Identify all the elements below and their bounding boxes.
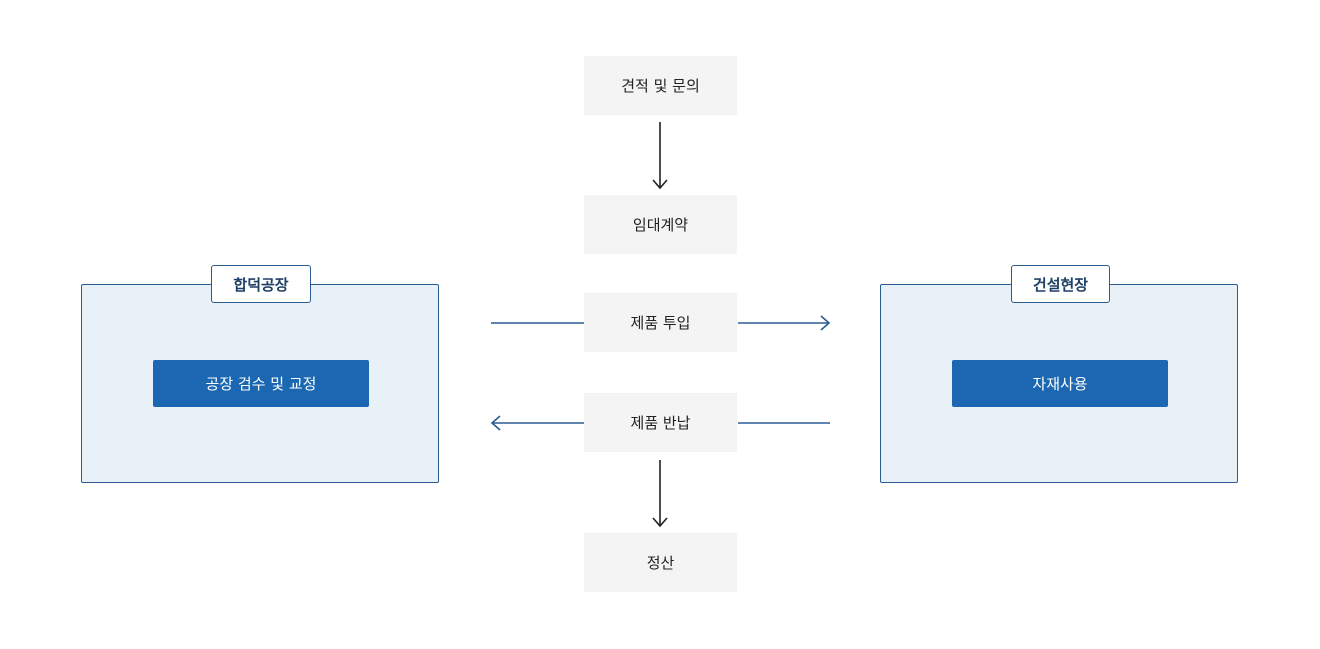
step-lease-label: 임대계약 <box>632 216 689 234</box>
factory-inspection-label: 공장 검수 및 교정 <box>205 375 317 393</box>
arrow-deliver-to-site <box>738 315 831 331</box>
step-deliver: 제품 투입 <box>584 293 737 352</box>
step-deliver-label: 제품 투입 <box>630 314 691 332</box>
step-estimate: 견적 및 문의 <box>584 56 737 115</box>
arrow-return-to-settle <box>652 460 668 528</box>
arrow-estimate-to-lease <box>652 122 668 190</box>
step-lease: 임대계약 <box>584 195 737 254</box>
site-tag-label: 건설현장 <box>1032 275 1089 294</box>
factory-inspection-box: 공장 검수 및 교정 <box>153 360 369 407</box>
step-settle-label: 정산 <box>646 554 675 572</box>
site-usage-label: 자재사용 <box>1032 375 1088 393</box>
step-estimate-label: 견적 및 문의 <box>621 77 700 95</box>
step-return: 제품 반납 <box>584 393 737 452</box>
site-tag: 건설현장 <box>1011 265 1110 303</box>
site-usage-box: 자재사용 <box>952 360 1168 407</box>
step-return-label: 제품 반납 <box>630 414 691 432</box>
arrow-return-to-factory <box>490 415 584 431</box>
factory-tag: 합덕공장 <box>211 265 311 303</box>
factory-panel: 합덕공장 공장 검수 및 교정 <box>81 265 439 483</box>
factory-tag-label: 합덕공장 <box>233 275 289 294</box>
step-settle: 정산 <box>584 533 737 592</box>
site-panel: 건설현장 자재사용 <box>880 265 1238 483</box>
